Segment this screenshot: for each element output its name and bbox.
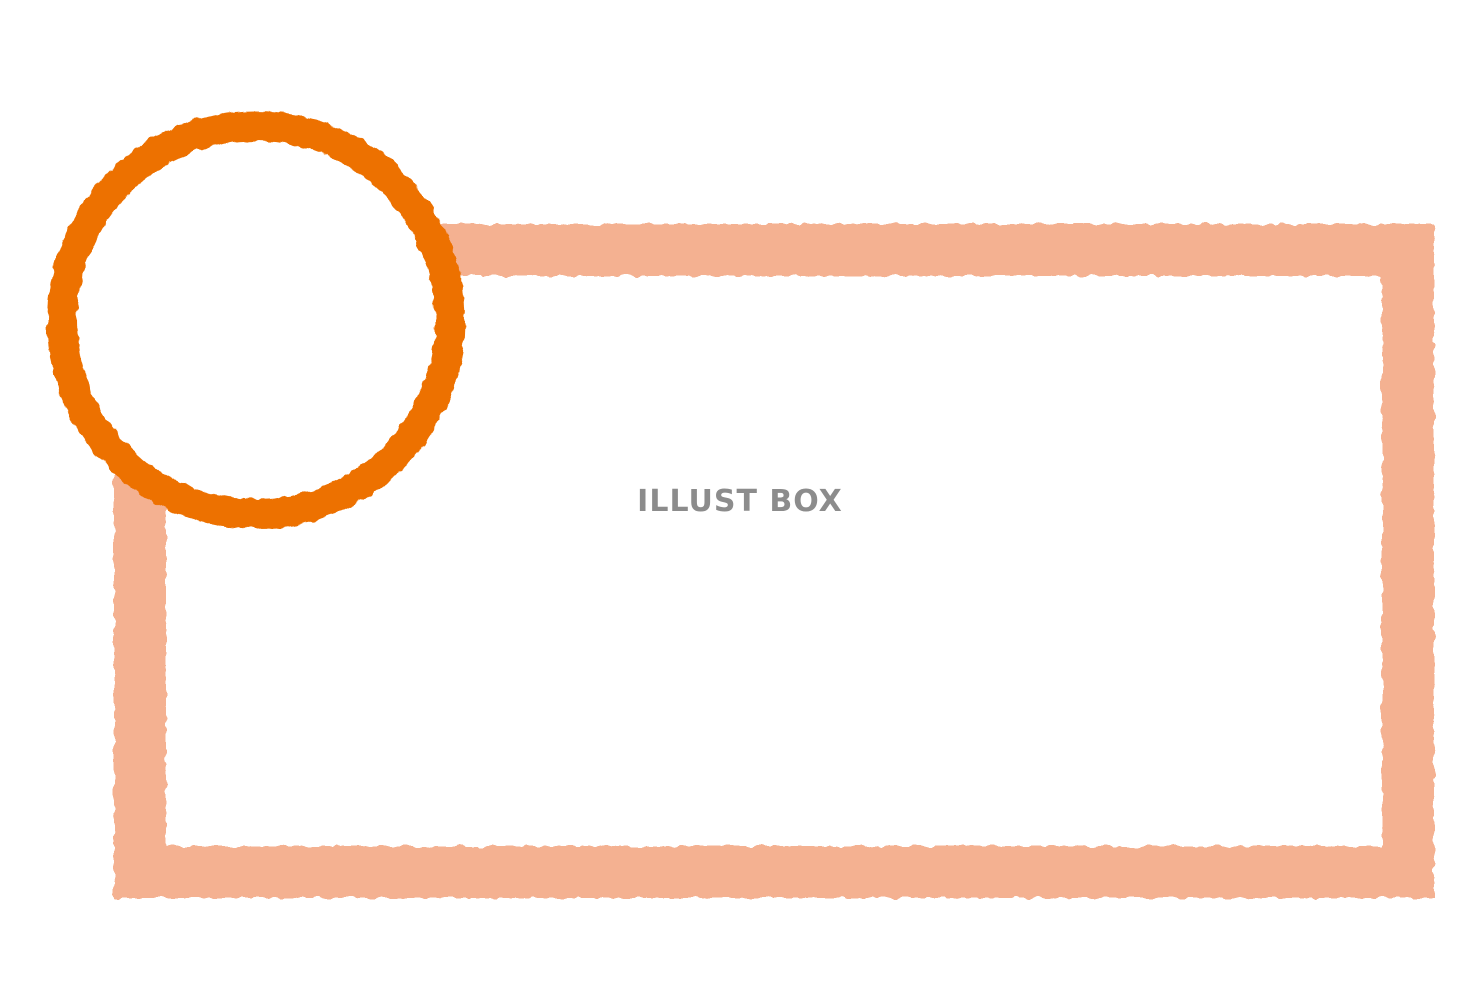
circle-ring (47, 111, 465, 529)
rectangle-frame (114, 224, 1434, 898)
watermark-text: ILLUST BOX (637, 484, 843, 519)
circle-fill (66, 130, 446, 510)
